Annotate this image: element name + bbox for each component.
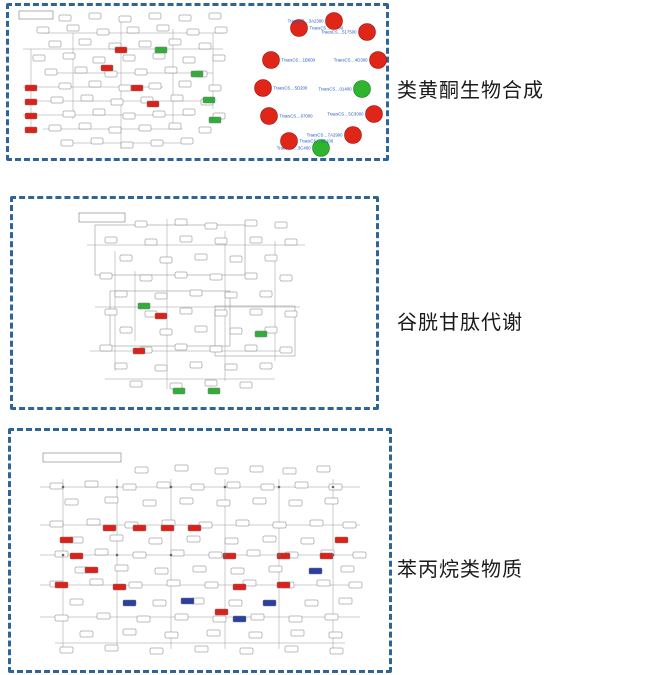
svg-text:TraesCS…7A2900: TraesCS…7A2900 <box>307 133 344 138</box>
panel-phenylpropanoid <box>8 428 392 673</box>
glutathione-pathway-diagram <box>78 212 305 395</box>
label-glutathione-metabolism: 谷胱甘肽代谢 <box>397 312 523 334</box>
svg-text:TraesCS…4D300: TraesCS…4D300 <box>334 58 368 63</box>
svg-text:TraesCS…67000: TraesCS…67000 <box>280 114 314 119</box>
svg-text:TraesCS…5D200: TraesCS…5D200 <box>274 86 308 91</box>
label-flavonoid-biosynthesis: 类黄酮生物合成 <box>397 80 544 102</box>
label-phenylpropanoid: 苯丙烷类物质 <box>397 559 523 581</box>
svg-text:TraesCS…5C3000: TraesCS…5C3000 <box>327 112 364 117</box>
svg-text:TraesCS…3C100: TraesCS…3C100 <box>300 139 334 144</box>
svg-text:TraesCS…2D700: TraesCS…2D700 <box>310 26 344 31</box>
phenylpropanoid-pathway-diagram <box>40 452 367 655</box>
svg-text:TraesCS…01400: TraesCS…01400 <box>318 87 352 92</box>
flavonoid-gene-network-diagram: TraesCS…2D700 TraesCS…3A2300TraesCS…51750… <box>254 12 387 157</box>
panel-glutathione-metabolism <box>10 196 379 410</box>
svg-text:TraesCS…517500: TraesCS…517500 <box>321 30 357 35</box>
svg-text:TraesCS…3A2300: TraesCS…3A2300 <box>288 19 325 24</box>
flavonoid-pathway-diagram <box>18 10 228 149</box>
svg-text:TraesCS…1B600: TraesCS…1B600 <box>282 58 316 63</box>
